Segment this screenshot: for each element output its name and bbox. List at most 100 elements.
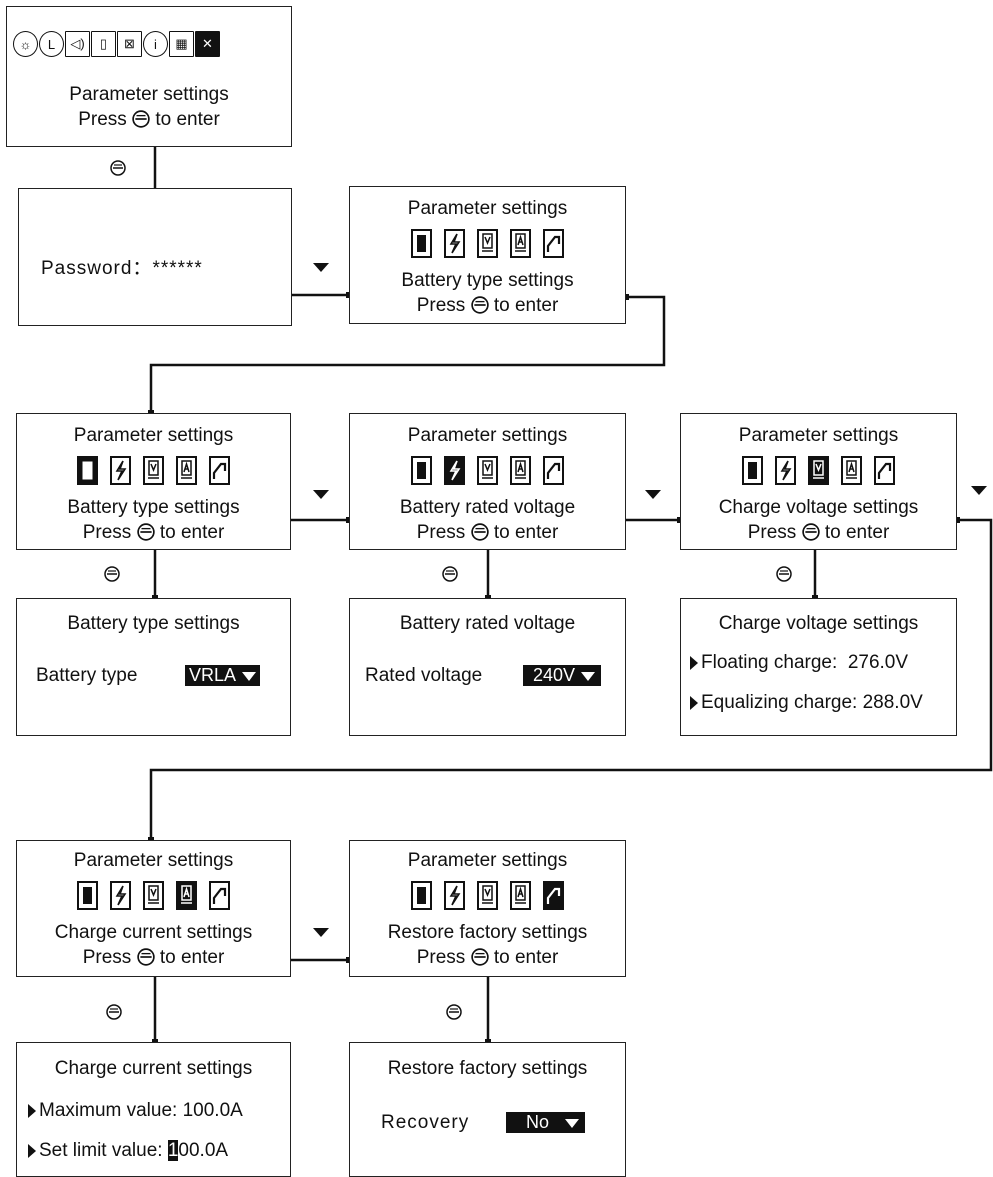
charge-current-settings-screen: Charge current settings Maximum value: 1… [16, 1042, 291, 1177]
info-icon: i [143, 31, 168, 57]
param-menu-rated-voltage-screen: Parameter settings Battery rated voltage… [349, 413, 626, 550]
document-x-icon: ⊠ [117, 31, 142, 57]
battery-type-icon [411, 456, 432, 485]
enter-key-icon [132, 110, 150, 128]
battery-type-icon [411, 881, 432, 910]
charge-current-icon [510, 456, 531, 485]
param-menu-charge-current-screen: Parameter settings Charge current settin… [16, 840, 291, 977]
press-enter-hint: Press to enter [78, 109, 220, 130]
battery-type-field: Battery type [36, 665, 137, 687]
battery-voltage-icon [775, 456, 796, 485]
screen-title: Battery rated voltage [399, 613, 576, 634]
down-arrow-icon [313, 490, 329, 499]
menu-item-label: Charge current settings [54, 922, 253, 943]
pointer-icon [28, 1143, 36, 1158]
screen-title: Parameter settings [73, 425, 234, 446]
battery-type-label: Battery type [36, 665, 138, 686]
screen-title: Charge voltage settings [718, 613, 919, 634]
document-icon: ▯ [91, 31, 116, 57]
enter-key-icon [776, 566, 792, 582]
restore-icon [543, 456, 564, 485]
charge-voltage-icon [143, 456, 164, 485]
screen-title: Charge current settings [54, 1058, 253, 1079]
menu-item-label: Battery rated voltage [399, 497, 576, 518]
down-arrow-icon [971, 486, 987, 495]
recovery-value: No [526, 1112, 550, 1132]
charge-current-icon [841, 456, 862, 485]
enter-key-icon [470, 296, 489, 314]
press-enter-hint: Press to enter [17, 947, 290, 969]
enter-key-icon [442, 566, 458, 582]
battery-type-icon [411, 229, 432, 258]
param-menu-restore-factory-screen: Parameter settings Restore factory setti… [349, 840, 626, 977]
param-menu-charge-voltage-screen: Parameter settings Charge voltage settin… [680, 413, 957, 550]
password-label: Password： [41, 258, 153, 279]
chevron-down-icon [581, 671, 596, 681]
equalizing-charge-label: Equalizing charge: [701, 692, 858, 713]
restore-icon [543, 881, 564, 910]
clock-icon: L [39, 31, 64, 57]
main-menu-screen: ☼ L ◁) ▯ ⊠ i ▦ ✕ Parameter settings Pres… [6, 6, 292, 147]
battery-voltage-icon [110, 456, 131, 485]
battery-type-settings-screen: Battery type settings Battery type VRLA [16, 598, 291, 736]
rated-voltage-settings-screen: Battery rated voltage Rated voltage 240V [349, 598, 626, 736]
screen-title: Parameter settings [407, 425, 568, 446]
enter-key-icon [470, 523, 489, 541]
charge-current-icon [176, 456, 197, 485]
recovery-select[interactable]: No [506, 1112, 586, 1134]
recovery-field: Recovery [381, 1112, 469, 1134]
to-enter-label: to enter [824, 522, 890, 543]
edit-cursor-digit[interactable]: 1 [167, 1140, 179, 1161]
rated-voltage-select[interactable]: 240V [523, 665, 602, 687]
sub-icon-bar [350, 881, 625, 910]
pointer-icon [690, 655, 698, 670]
screen-title: Parameter settings [738, 425, 899, 446]
to-enter-label: to enter [159, 947, 225, 968]
down-arrow-icon [313, 263, 329, 272]
menu-item-label: Battery type settings [401, 270, 574, 291]
tools-icon: ✕ [195, 31, 220, 57]
battery-type-icon [77, 881, 98, 910]
equalizing-charge-value: 288.0V [862, 692, 923, 713]
pointer-icon [28, 1103, 36, 1118]
sub-icon-bar [17, 456, 290, 485]
sub-icon-bar [681, 456, 956, 485]
menu-item-label: Battery type settings [67, 497, 240, 518]
set-limit-value-row[interactable]: Set limit value: 100.0A [28, 1140, 228, 1162]
top-icon-bar: ☼ L ◁) ▯ ⊠ i ▦ ✕ [13, 31, 221, 57]
maximum-value-value: 100.0A [182, 1100, 243, 1121]
recovery-label: Recovery [381, 1112, 470, 1133]
sub-icon-bar [17, 881, 290, 910]
enter-key-icon [136, 523, 155, 541]
battery-type-value: VRLA [189, 665, 237, 685]
param-menu-battery-type-screen: Parameter settings Battery type settings… [349, 186, 626, 324]
to-enter-label: to enter [159, 522, 225, 543]
charge-voltage-icon [808, 456, 829, 485]
restore-factory-settings-screen: Restore factory settings Recovery No [349, 1042, 626, 1177]
enter-key-icon [104, 566, 120, 582]
restore-icon [543, 229, 564, 258]
press-enter-hint: Press to enter [350, 522, 625, 544]
sub-icon-bar [350, 456, 625, 485]
screen-title: Parameter settings [69, 84, 229, 105]
press-label: Press [747, 522, 797, 543]
battery-voltage-icon [444, 456, 465, 485]
press-enter-hint: Press to enter [681, 522, 956, 544]
charge-current-icon [510, 881, 531, 910]
down-arrow-icon [313, 928, 329, 937]
password-value: ****** [152, 258, 203, 279]
battery-voltage-icon [444, 229, 465, 258]
enter-key-icon [470, 948, 489, 966]
floating-charge-label: Floating charge: [701, 652, 838, 673]
floating-charge-row[interactable]: Floating charge: 276.0V [690, 652, 908, 674]
charge-voltage-settings-screen: Charge voltage settings Floating charge:… [680, 598, 957, 736]
screen-title: Restore factory settings [387, 1058, 588, 1079]
restore-icon [209, 456, 230, 485]
password-field[interactable]: Password：****** [41, 253, 203, 280]
press-label: Press [416, 522, 466, 543]
chevron-down-icon [242, 671, 257, 681]
enter-key-icon [446, 1004, 462, 1020]
equalizing-charge-row[interactable]: Equalizing charge: 288.0V [690, 692, 923, 714]
battery-type-select[interactable]: VRLA [185, 665, 261, 687]
enter-key-icon [110, 160, 126, 176]
